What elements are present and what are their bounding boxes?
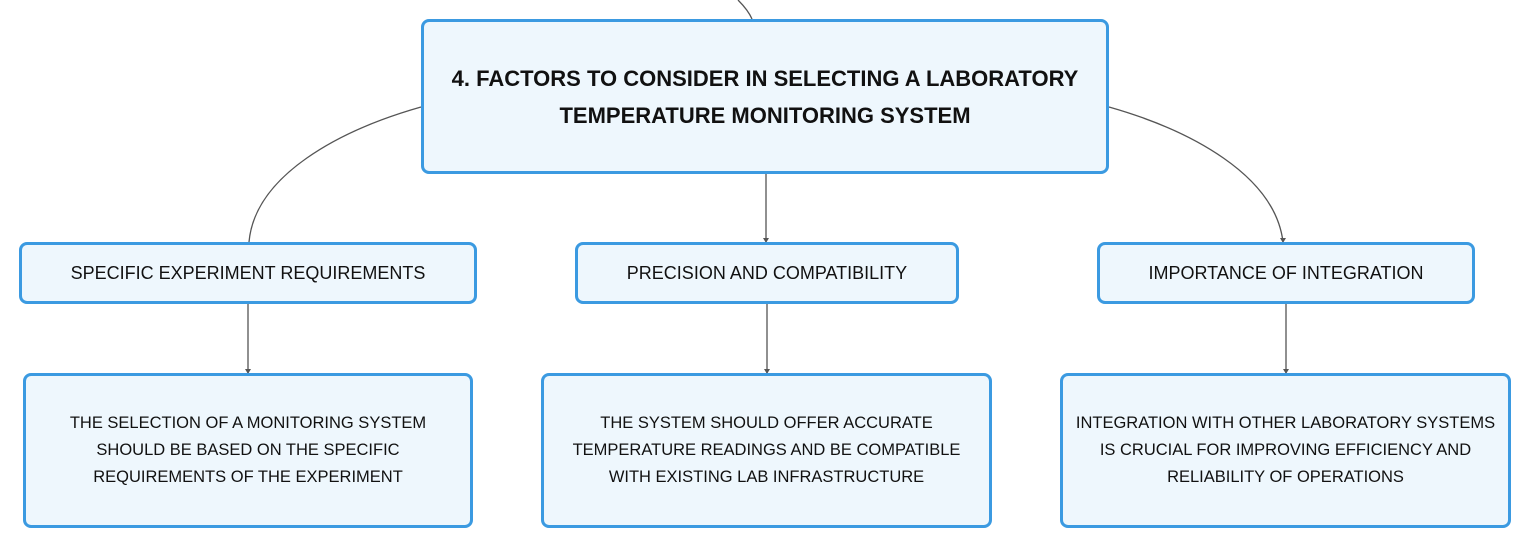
- subtopic-precision-and-compatibility[interactable]: PRECISION AND COMPATIBILITY: [575, 242, 959, 304]
- detail-text: INTEGRATION WITH OTHER LABORATORY SYSTEM…: [1075, 414, 1496, 486]
- connector-root-to-branch-3: [1108, 106, 1284, 243]
- root-topic-node[interactable]: 4. FACTORS TO CONSIDER IN SELECTING A LA…: [421, 19, 1109, 174]
- arrowhead-branch-3: [1280, 238, 1286, 243]
- root-topic-title: 4. FACTORS TO CONSIDER IN SELECTING A LA…: [451, 65, 1079, 128]
- arrowhead-leaf-3: [1283, 369, 1289, 374]
- incoming-connector: [737, 0, 753, 20]
- arrowhead-branch-2: [763, 238, 769, 243]
- detail-node-integration[interactable]: INTEGRATION WITH OTHER LABORATORY SYSTEM…: [1060, 373, 1511, 528]
- detail-text: THE SELECTION OF A MONITORING SYSTEM SHO…: [69, 414, 427, 486]
- subtopic-specific-experiment-requirements[interactable]: SPECIFIC EXPERIMENT REQUIREMENTS: [19, 242, 477, 304]
- subtopic-label: SPECIFIC EXPERIMENT REQUIREMENTS: [70, 263, 426, 283]
- subtopic-label: IMPORTANCE OF INTEGRATION: [1148, 263, 1424, 283]
- detail-node-precision-compatibility[interactable]: THE SYSTEM SHOULD OFFER ACCURATE TEMPERA…: [541, 373, 992, 528]
- detail-node-experiment-requirements[interactable]: THE SELECTION OF A MONITORING SYSTEM SHO…: [23, 373, 473, 528]
- connector-root-to-branch-1: [248, 106, 422, 243]
- detail-text: THE SYSTEM SHOULD OFFER ACCURATE TEMPERA…: [572, 414, 961, 486]
- subtopic-label: PRECISION AND COMPATIBILITY: [626, 263, 908, 283]
- subtopic-importance-of-integration[interactable]: IMPORTANCE OF INTEGRATION: [1097, 242, 1475, 304]
- arrowhead-leaf-1: [245, 369, 251, 374]
- arrowhead-leaf-2: [764, 369, 770, 374]
